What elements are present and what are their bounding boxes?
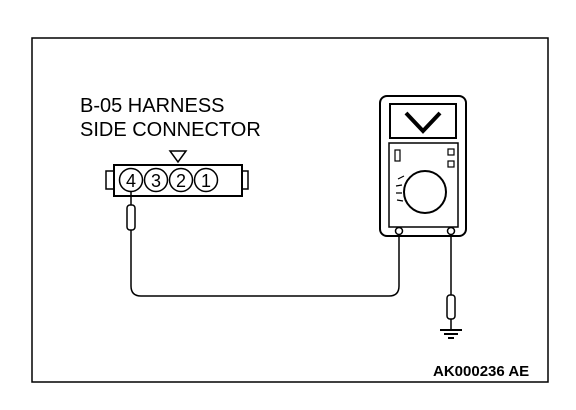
- voltmeter-indicator-left: [394, 149, 401, 162]
- pin-circle-3: [143, 167, 169, 193]
- ground-lead: [440, 235, 462, 339]
- connector-title-line-1: B-05 HARNESS: [80, 95, 225, 117]
- connector-title-line-2: SIDE CONNECTOR: [80, 119, 261, 141]
- pin-label-4: 4: [126, 171, 136, 191]
- voltmeter-indicator-right-bottom: [447, 160, 455, 168]
- voltmeter-jack-volts: [446, 226, 456, 236]
- pin-circle-1: [193, 167, 219, 193]
- voltmeter-range-ticks: [395, 175, 405, 202]
- pin-label-3: 3: [151, 171, 161, 191]
- voltmeter-indicator-right-top: [447, 148, 455, 156]
- voltmeter: [379, 95, 467, 237]
- harness-connector: 4 3 2 1: [105, 150, 249, 197]
- pin-circle-2: [168, 167, 194, 193]
- test-lead-wire: [130, 230, 400, 297]
- connector-lock-marker-icon: [168, 150, 188, 164]
- volt-symbol-icon: [404, 111, 442, 134]
- probe-pin-4-tip: [126, 204, 136, 231]
- voltmeter-jack-common: [394, 226, 404, 236]
- diagram-frame: [31, 37, 549, 383]
- pin-label-1: 1: [201, 171, 211, 191]
- ground-symbol-icon: [440, 329, 462, 339]
- figure-code: AK000236 AE: [433, 363, 529, 380]
- voltmeter-selector-dial: [403, 170, 447, 214]
- ground-probe-tip: [446, 294, 456, 320]
- pin-label-2: 2: [176, 171, 186, 191]
